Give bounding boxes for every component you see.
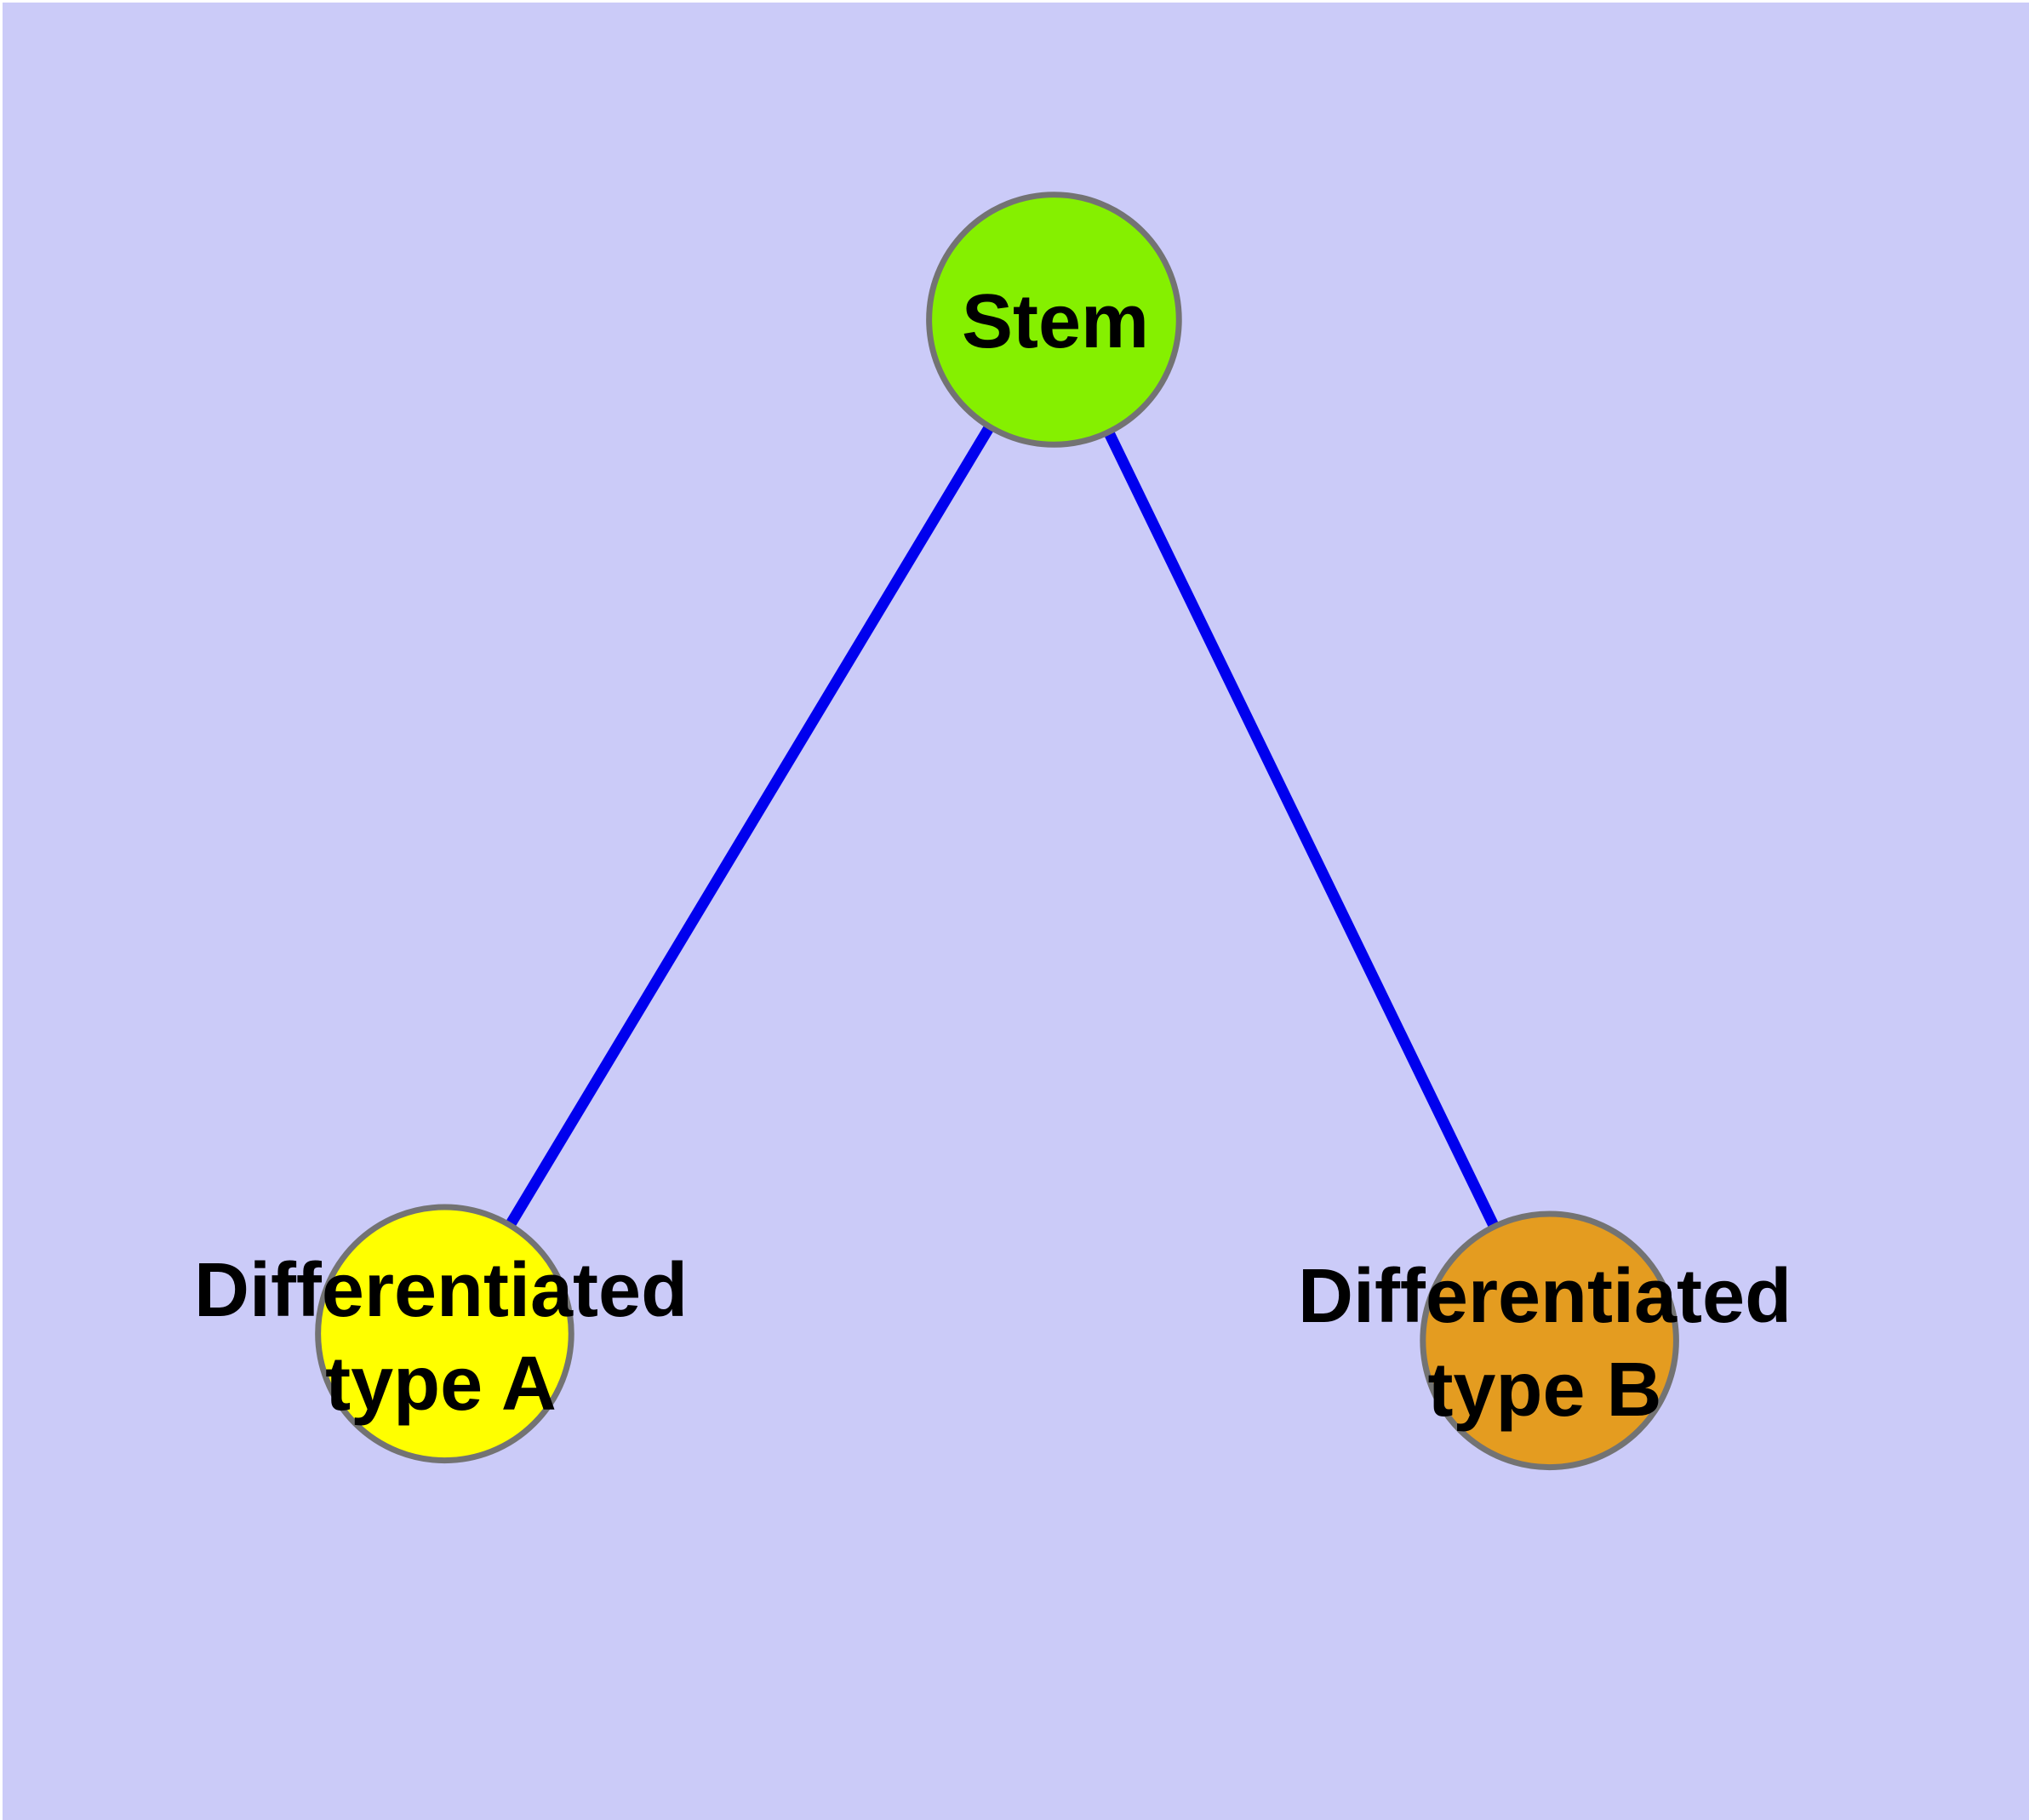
node-stem-circle (926, 192, 1182, 448)
graph-svg (315, 192, 1679, 1471)
node-type-a-circle (315, 1204, 574, 1464)
node-type-b-circle (1420, 1210, 1679, 1471)
edge-stem-to-type-a (439, 317, 1060, 1337)
edge-stem-to-type-b (1049, 317, 1555, 1343)
